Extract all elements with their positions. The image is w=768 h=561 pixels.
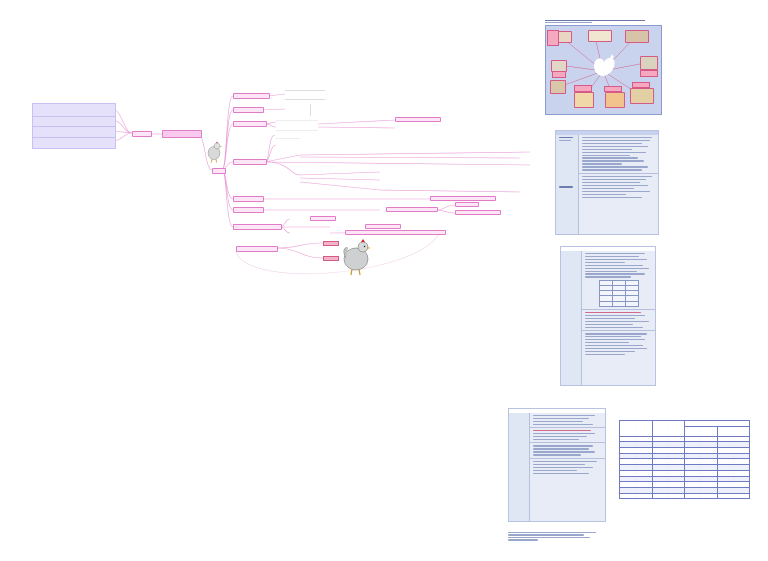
leaf-node[interactable] [430, 196, 496, 202]
infographic-photo [588, 30, 612, 42]
branch-label: · [236, 197, 237, 201]
table-row: ···· [619, 492, 750, 500]
infographic-label [604, 86, 622, 92]
infographic-photo [640, 56, 658, 70]
infographic-photo [558, 31, 572, 43]
table-row: ···· [619, 481, 750, 488]
infographic-photo [605, 92, 625, 108]
leaf-node[interactable] [310, 216, 336, 222]
document-panel [508, 408, 606, 522]
table-row: ···· [619, 435, 750, 443]
infographic-label [552, 71, 566, 78]
root-label: · [135, 132, 136, 136]
branch-label: · [236, 208, 237, 212]
infographic-photo [574, 92, 594, 108]
infographic-label [640, 70, 658, 77]
hen-silhouette-icon [594, 54, 615, 76]
branch-node[interactable]: · [233, 93, 270, 100]
leaf-node[interactable] [345, 230, 446, 236]
table-header: · [651, 420, 685, 437]
table-row: ···· [619, 464, 750, 471]
table-row: ···· [619, 452, 750, 460]
infographic-caption: · [545, 19, 663, 24]
branch-node[interactable]: · [233, 107, 264, 114]
infographic-photo [625, 30, 649, 43]
callout-red-label [323, 256, 339, 261]
document-panel [555, 130, 659, 235]
chicken-icon [207, 141, 222, 163]
callout-red-label [323, 241, 339, 246]
chicken-icon [343, 239, 371, 276]
infographic-label [574, 85, 592, 92]
central-label: · [166, 132, 167, 136]
temperature-table: · · · · · ···· ···· ···· ···· ···· ···· … [619, 420, 750, 500]
document-header [556, 131, 658, 135]
table-row: ···· [619, 475, 750, 483]
branch-label: · [236, 122, 237, 126]
infographic-photo [630, 88, 654, 104]
leaf-node[interactable] [455, 210, 501, 216]
table-header: · [716, 425, 750, 437]
table-row: ···· [619, 469, 750, 477]
branch-label: · [236, 108, 237, 112]
table-header: · [684, 425, 718, 437]
document-header [509, 409, 605, 413]
document-footnote [508, 531, 604, 542]
branch-label: · [236, 160, 237, 164]
inner-table [598, 279, 639, 307]
detail-text [276, 133, 300, 139]
infographic-photo [550, 80, 566, 94]
table-header: · [619, 420, 653, 437]
branch-label: · [236, 225, 237, 229]
callout-node[interactable] [236, 246, 278, 253]
branch-node[interactable]: · [233, 196, 264, 203]
branch-label: · [236, 94, 237, 98]
mindmap-root-node[interactable]: · [132, 131, 152, 138]
leaf-node[interactable] [395, 117, 441, 123]
table-row: ···· [619, 458, 750, 466]
leaf-node[interactable] [455, 202, 479, 208]
note-card [32, 137, 116, 149]
leaf-node[interactable] [386, 207, 438, 213]
document-header [561, 247, 655, 251]
detail-text [310, 104, 333, 116]
mindmap-central-topic[interactable]: · [162, 130, 202, 138]
table-row: ···· [619, 486, 750, 494]
branch-node[interactable]: · [233, 207, 264, 214]
detail-text [285, 90, 325, 100]
mindmap-trunk-node[interactable] [212, 168, 226, 175]
document-panel [560, 246, 656, 386]
infographic-label [632, 82, 650, 88]
table-row: ···· [619, 441, 750, 449]
branch-node[interactable]: · [233, 224, 282, 231]
table-row: ···· [619, 447, 750, 454]
branch-node[interactable]: · [233, 121, 267, 128]
infographic-label [547, 30, 559, 46]
branch-node[interactable]: · [233, 159, 267, 166]
leaf-node[interactable] [365, 224, 401, 230]
detail-text [276, 120, 318, 131]
